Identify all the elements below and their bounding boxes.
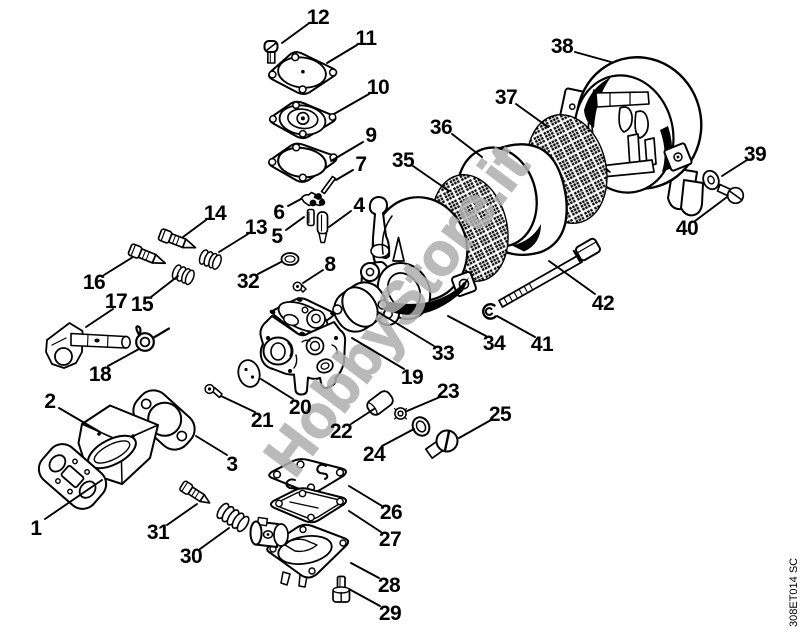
svg-text:27: 27 [379,528,401,551]
svg-text:31: 31 [147,521,170,544]
svg-text:32: 32 [237,270,259,293]
svg-text:29: 29 [379,602,401,625]
svg-text:30: 30 [180,545,202,568]
svg-text:19: 19 [401,366,423,389]
svg-text:40: 40 [676,217,698,240]
svg-text:10: 10 [367,76,389,99]
svg-text:3: 3 [226,453,237,476]
svg-text:26: 26 [380,501,402,524]
svg-text:13: 13 [245,216,267,239]
svg-text:11: 11 [355,27,377,50]
svg-text:22: 22 [330,420,352,443]
svg-text:37: 37 [495,86,517,109]
svg-text:18: 18 [89,363,112,386]
svg-text:2: 2 [44,390,55,413]
svg-text:28: 28 [378,574,401,597]
svg-text:38: 38 [551,35,574,58]
svg-text:20: 20 [289,396,311,419]
svg-text:25: 25 [489,403,512,426]
svg-text:39: 39 [744,143,766,166]
svg-text:6: 6 [273,201,284,224]
svg-text:41: 41 [531,333,554,356]
svg-text:1: 1 [30,517,42,540]
svg-text:14: 14 [204,202,227,225]
svg-text:34: 34 [483,332,506,355]
svg-text:308ET014 SC: 308ET014 SC [788,558,800,627]
svg-text:7: 7 [355,153,366,176]
svg-text:23: 23 [437,380,459,403]
svg-text:24: 24 [363,443,386,466]
svg-text:4: 4 [353,194,365,217]
svg-text:12: 12 [307,6,329,29]
svg-text:21: 21 [251,409,274,432]
svg-text:36: 36 [430,116,452,139]
svg-text:15: 15 [131,293,154,316]
svg-text:33: 33 [432,342,454,365]
svg-text:9: 9 [365,124,376,147]
svg-text:35: 35 [392,149,415,172]
svg-text:16: 16 [83,271,105,294]
svg-text:8: 8 [324,253,336,276]
svg-text:17: 17 [105,290,127,313]
svg-text:42: 42 [592,292,614,315]
svg-text:5: 5 [271,225,283,248]
